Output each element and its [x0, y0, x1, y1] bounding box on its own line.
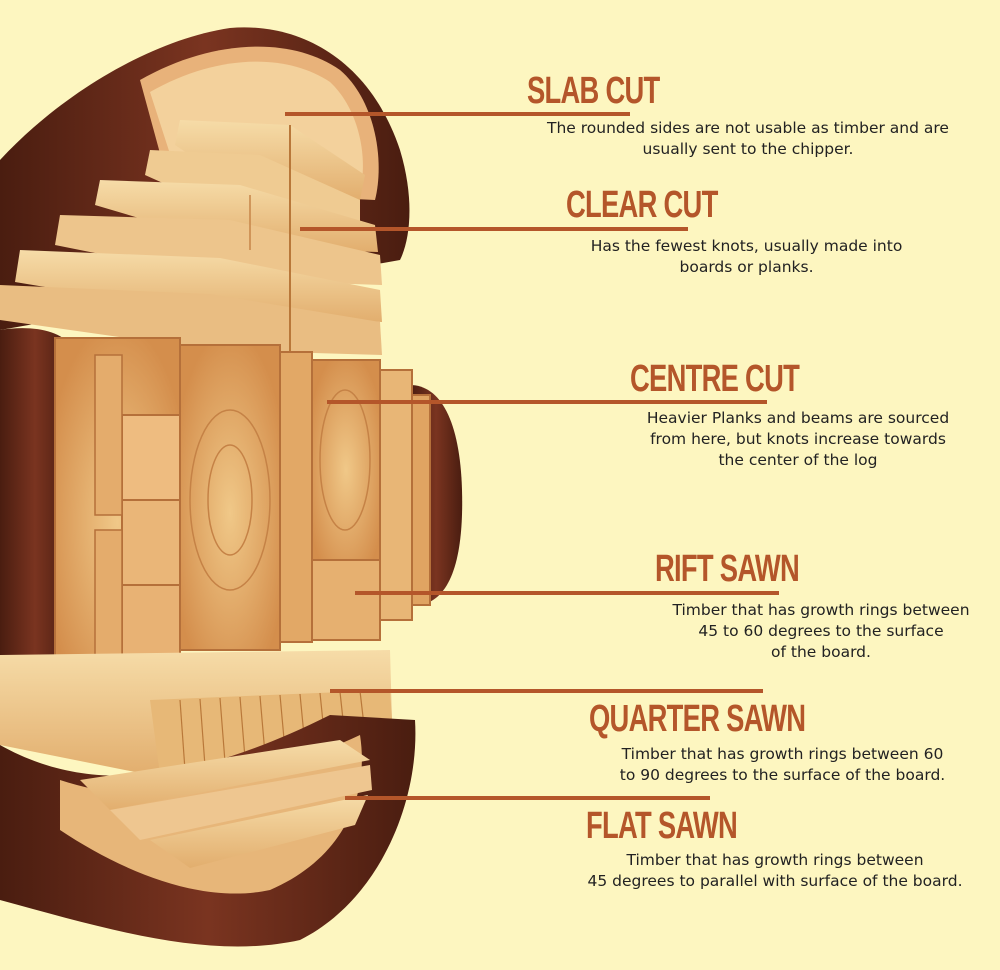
- centre-cut-end-grain: [54, 337, 431, 674]
- description-line: usually sent to the chipper.: [642, 140, 854, 158]
- slab-cut-leader-line: [285, 112, 630, 116]
- description-line: Timber that has growth rings between: [626, 851, 924, 869]
- description-line: from here, but knots increase towards: [650, 430, 946, 448]
- quarter-sawn-heading: QUARTER SAWN: [589, 698, 806, 740]
- lower-log: [0, 715, 416, 947]
- flat-sawn-heading: FLAT SAWN: [586, 805, 738, 847]
- description-line: The rounded sides are not usable as timb…: [547, 119, 949, 137]
- rift-sawn-leader-line: [355, 591, 779, 595]
- clear-cut-leader-line: [300, 227, 688, 231]
- description-line: 45 to 60 degrees to the surface: [698, 622, 944, 640]
- description-line: Has the fewest knots, usually made into: [590, 237, 903, 255]
- quarter-sawn-leader-line: [330, 689, 763, 693]
- description-line: Timber that has growth rings between 60: [621, 745, 944, 763]
- quarter-sawn-slab: [0, 650, 392, 775]
- centre-cut-leader-line: [327, 400, 767, 404]
- description-line: Heavier Planks and beams are sourced: [646, 409, 950, 427]
- clear-cut-description: Has the fewest knots, usually made into …: [550, 236, 943, 278]
- description-line: of the board.: [771, 643, 871, 661]
- quarter-sawn-description: Timber that has growth rings between 60 …: [590, 744, 975, 786]
- description-line: to 90 degrees to the surface of the boar…: [619, 766, 946, 784]
- slab-cut-heading: SLAB CUT: [527, 70, 660, 112]
- description-line: 45 degrees to parallel with surface of t…: [587, 872, 963, 890]
- centre-cut-heading: CENTRE CUT: [630, 358, 800, 400]
- rift-sawn-heading: RIFT SAWN: [655, 548, 800, 590]
- flat-sawn-leader-line: [345, 796, 710, 800]
- flat-sawn-description: Timber that has growth rings between 45 …: [555, 850, 995, 892]
- rift-sawn-description: Timber that has growth rings between 45 …: [645, 600, 997, 663]
- slab-cut-description: The rounded sides are not usable as timb…: [520, 118, 976, 160]
- description-line: the center of the log: [718, 451, 878, 469]
- upper-planks: [0, 120, 382, 355]
- description-line: Timber that has growth rings between: [672, 601, 970, 619]
- clear-cut-heading: CLEAR CUT: [566, 184, 718, 226]
- centre-cut-description: Heavier Planks and beams are sourced fro…: [620, 408, 976, 471]
- description-line: boards or planks.: [679, 258, 814, 276]
